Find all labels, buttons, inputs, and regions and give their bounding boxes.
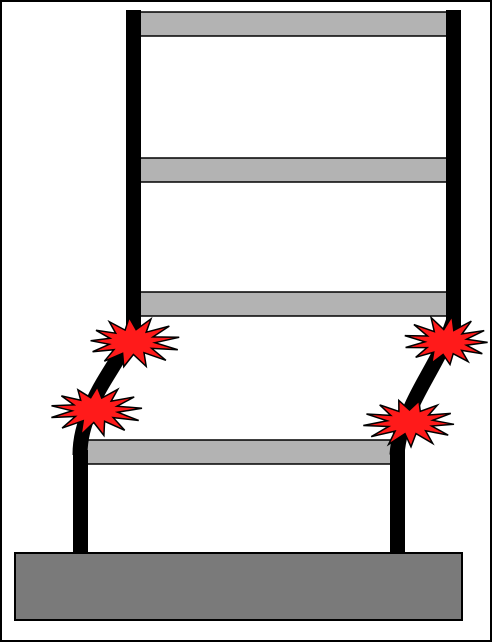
lower-beam (86, 440, 396, 464)
foundation-block (15, 553, 462, 620)
upper-left-column (126, 10, 141, 335)
lower-left-column (73, 450, 88, 555)
upper-beam-top (139, 12, 449, 36)
lower-right-column (390, 450, 405, 555)
upper-right-column (446, 10, 461, 328)
upper-beam-middle (139, 158, 449, 182)
upper-beam-bottom (139, 292, 449, 316)
